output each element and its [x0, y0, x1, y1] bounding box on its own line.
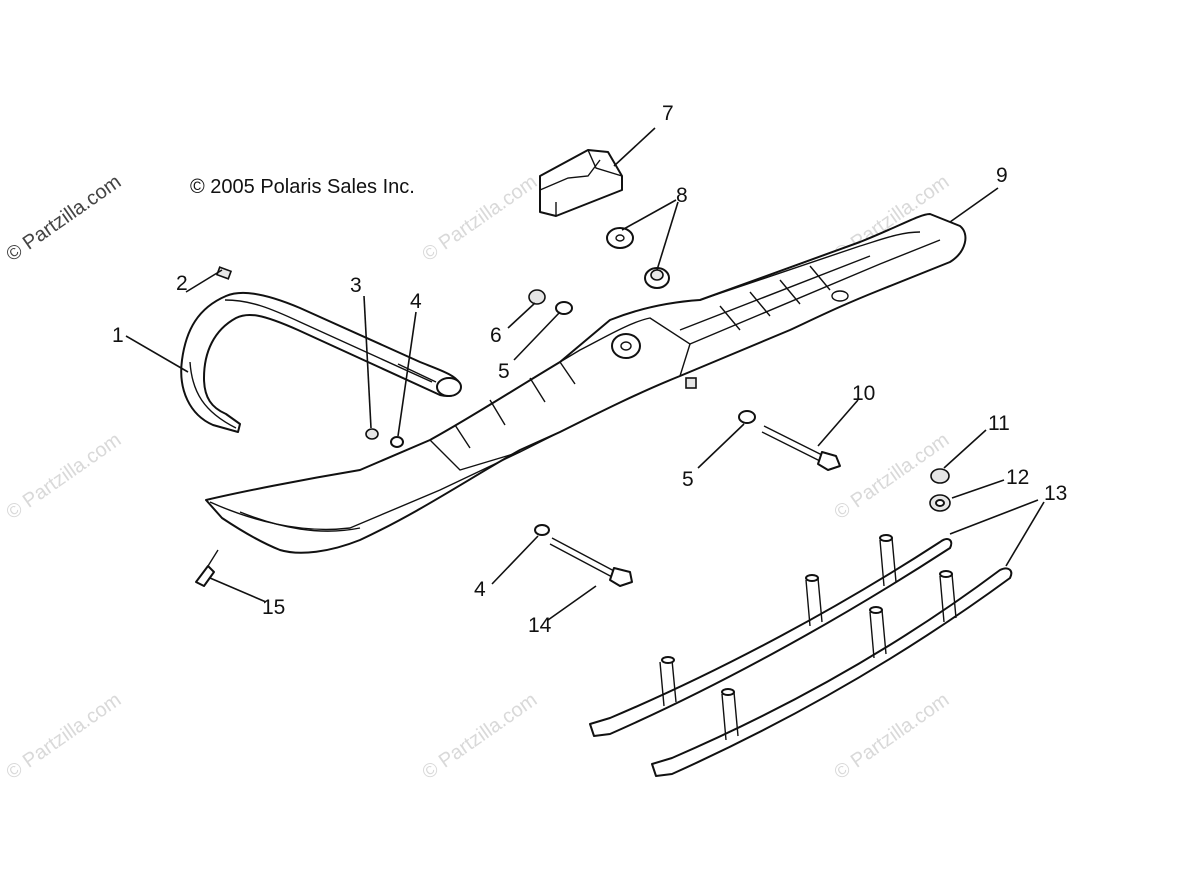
watermark-left: © Partzilla.com	[2, 171, 125, 266]
washer-part-5b	[738, 410, 756, 424]
callout-4b: 4	[474, 578, 486, 601]
washer-part-4a	[390, 436, 404, 448]
callout-4: 4	[410, 290, 422, 313]
watermark: © Partzilla.com	[418, 689, 541, 784]
bolt-part-10	[761, 425, 841, 471]
bushing-part-8	[606, 227, 670, 289]
ski-body-part-9	[205, 213, 967, 554]
callout-8: 8	[676, 184, 688, 207]
callout-14: 14	[528, 614, 552, 637]
callout-10: 10	[852, 382, 875, 405]
callout-11: 11	[988, 412, 1010, 435]
bolt-part-14	[549, 537, 633, 587]
copyright-text: © 2005 Polaris Sales Inc.	[190, 176, 415, 198]
pin-part-15	[195, 549, 219, 587]
callout-7: 7	[662, 102, 674, 125]
watermark: © Partzilla.com	[2, 429, 125, 524]
callout-1: 1	[112, 324, 124, 347]
callout-5: 5	[498, 360, 510, 383]
ski-handle-part-1	[180, 291, 462, 433]
callout-3: 3	[350, 274, 362, 297]
callout-5b: 5	[682, 468, 694, 491]
callout-6: 6	[490, 324, 502, 347]
callout-2: 2	[176, 272, 188, 295]
ski-pad-part-7	[539, 149, 623, 217]
callout-9: 9	[996, 164, 1008, 187]
watermark: © Partzilla.com	[418, 171, 541, 266]
carbide-runner-part-13b	[651, 567, 1013, 777]
callout-13: 13	[1044, 482, 1067, 505]
carbide-runner-part-13a	[589, 534, 953, 737]
nut-part-11	[930, 468, 950, 484]
washer-part-5a	[555, 301, 573, 315]
callout-12: 12	[1006, 466, 1029, 489]
nut-part-3	[365, 428, 379, 440]
clip-part-2	[215, 266, 233, 280]
nut-part-6	[528, 289, 546, 305]
callout-labels: 1 2 3 4 6 5 7 8 9 10 5 11 12 13 4 14 15	[112, 102, 1067, 637]
washer-part-12	[929, 494, 951, 512]
callout-15: 15	[262, 596, 285, 619]
leader-lines	[125, 127, 1045, 621]
watermark: © Partzilla.com	[830, 689, 953, 784]
watermark: © Partzilla.com	[2, 689, 125, 784]
washer-part-4b	[534, 524, 550, 536]
